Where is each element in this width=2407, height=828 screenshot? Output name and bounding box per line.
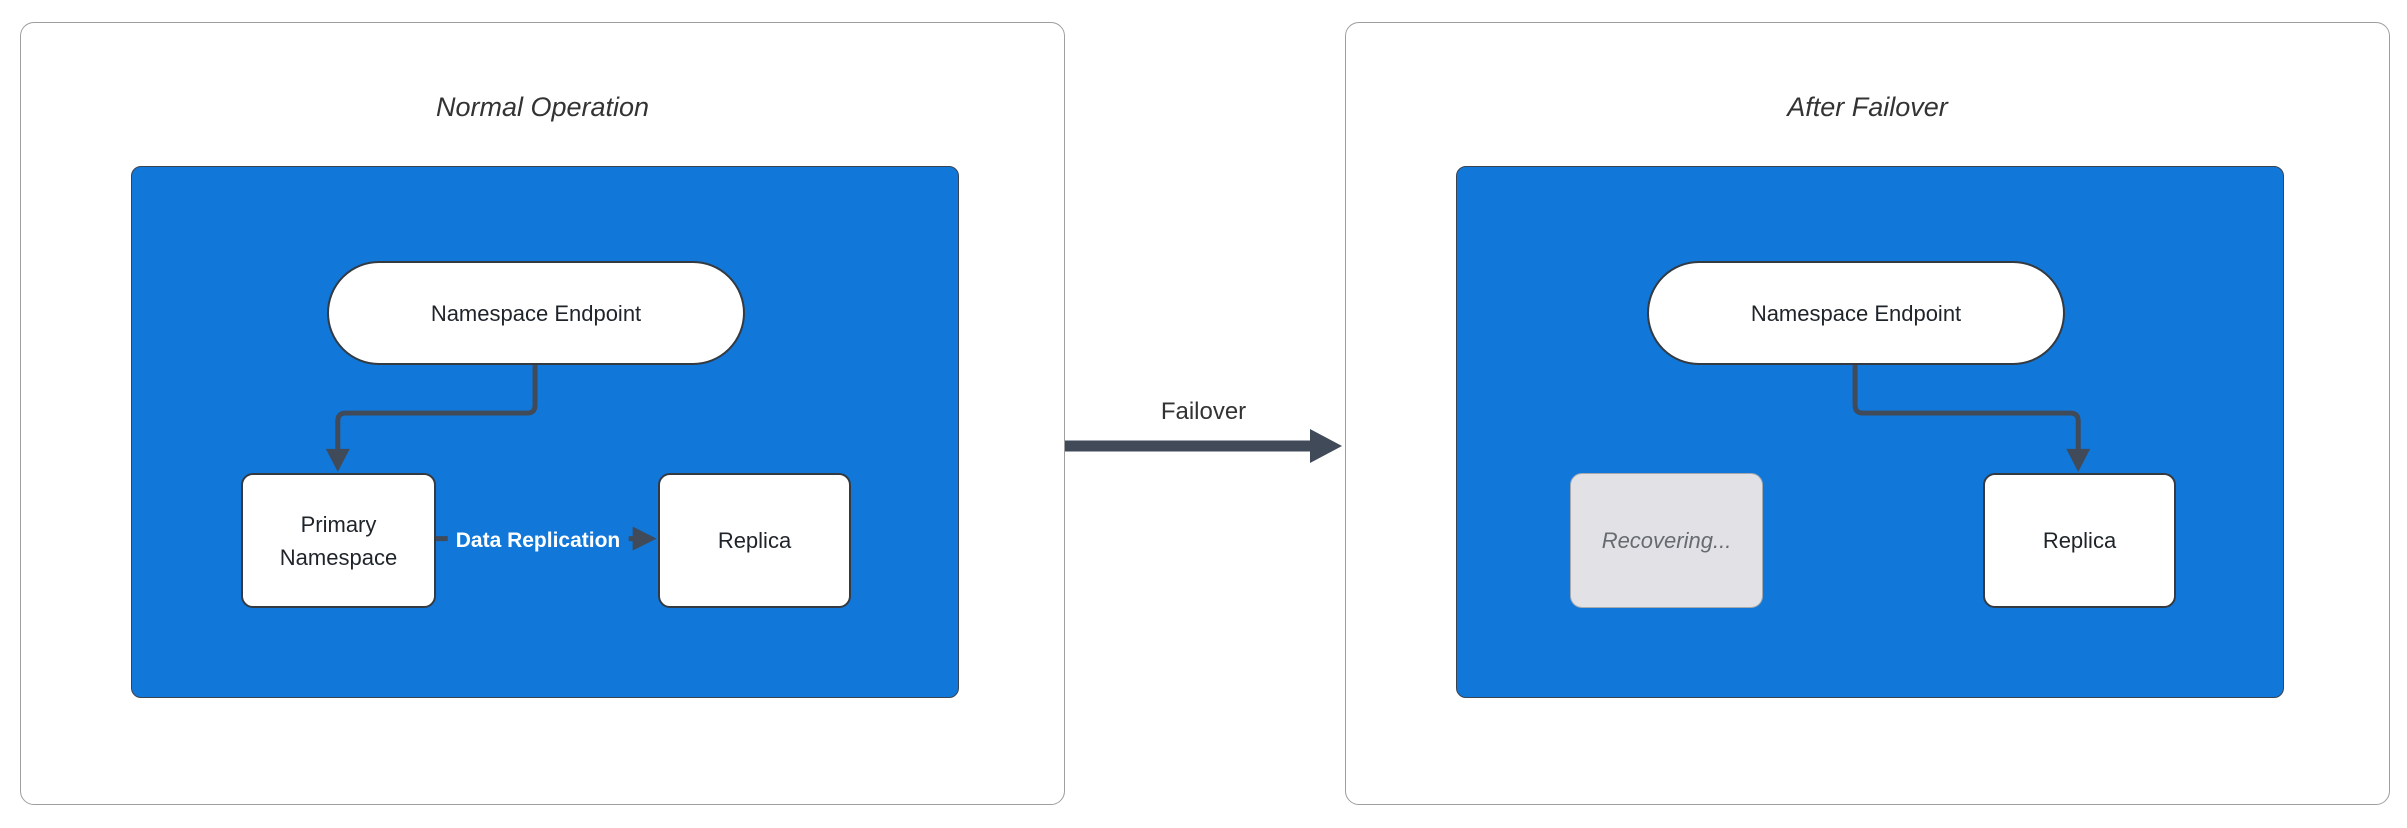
arrowhead-primary-to-replica	[632, 526, 657, 551]
node-namespace-endpoint-right: Namespace Endpoint	[1647, 261, 2065, 365]
edge-label-data-replication: Data Replication	[447, 526, 629, 556]
arrowhead-endpoint-to-replica	[2066, 448, 2091, 472]
failover-arrow-icon	[1065, 429, 1342, 463]
cluster-after-failover: Namespace Endpoint Recovering... Replica	[1456, 166, 2284, 698]
node-replica-left: Replica	[658, 473, 851, 608]
edges-normal-operation	[325, 364, 657, 551]
edge-endpoint-to-replica	[1852, 364, 2081, 450]
edges-after-failover	[1852, 364, 2091, 472]
failover-label: Failover	[1160, 398, 1247, 425]
panel-title-after-failover: After Failover	[1787, 92, 1948, 122]
node-replica-right: Replica	[1983, 473, 2176, 608]
panel-after-failover: After Failover Namespace Endpoint Recove…	[1345, 22, 2390, 805]
arrowhead-endpoint-to-primary	[325, 448, 350, 472]
node-primary-namespace: Primary Namespace	[241, 473, 436, 608]
edge-endpoint-to-primary	[335, 364, 538, 450]
panel-normal-operation: Normal Operation Namespace Endpoint Prim…	[20, 22, 1065, 805]
node-recovering: Recovering...	[1570, 473, 1763, 608]
failover-transition: Failover	[1065, 398, 1342, 478]
cluster-normal-operation: Namespace Endpoint Primary Namespace Rep…	[131, 166, 959, 698]
node-namespace-endpoint-left: Namespace Endpoint	[327, 261, 745, 365]
panel-title-normal-operation: Normal Operation	[435, 92, 650, 122]
